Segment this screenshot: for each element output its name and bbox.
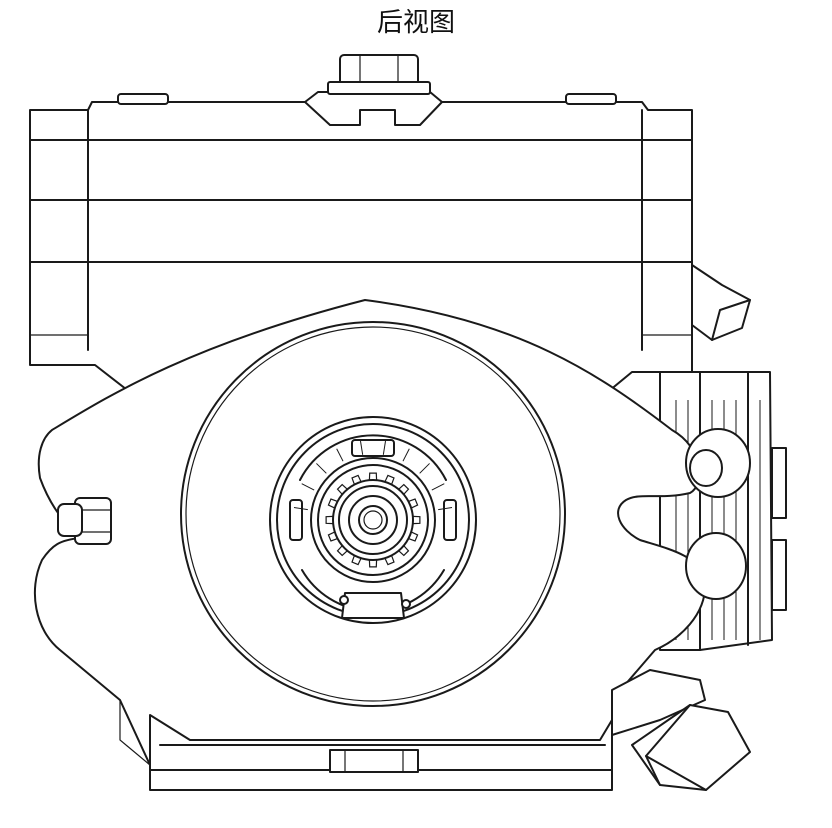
spline-tooth (351, 555, 362, 566)
spline-tooth (327, 531, 338, 542)
spline-tooth (384, 474, 395, 485)
shaft-seal-assembly (269, 416, 477, 624)
left-mounting-bolt (57, 497, 112, 545)
seal-slot-line (438, 506, 453, 511)
spline-tooth (412, 515, 421, 525)
spline-tooth (327, 498, 338, 509)
seal-slot-line (419, 463, 430, 474)
spline-tooth (398, 483, 410, 495)
right-connector-lower (771, 539, 787, 611)
spline-tooth (368, 472, 378, 481)
port-lower (685, 532, 747, 600)
seal-slot-line (293, 506, 308, 511)
top-plug (327, 54, 431, 95)
left-top-pad (117, 93, 169, 105)
port-upper (685, 428, 751, 498)
right-top-pad (565, 93, 617, 105)
spline-teeth (325, 472, 421, 568)
spline-tooth (351, 474, 362, 485)
seal-slot-line (336, 448, 344, 462)
seal-slot-line (431, 483, 445, 491)
upper-right-fitting (691, 264, 751, 341)
seal-slot-line (359, 440, 364, 455)
seal-slot-line (301, 483, 315, 491)
seal-slot-line (402, 448, 410, 462)
spline-tooth (325, 515, 334, 525)
spline-tooth (336, 483, 348, 495)
spline-tooth (398, 545, 410, 557)
seal-slot-line (316, 463, 327, 474)
bottom-right-hex-nut (611, 669, 751, 791)
figure-title: 后视图 (376, 8, 455, 38)
spline-tooth (408, 531, 419, 542)
bottom-pad (329, 749, 419, 773)
spline-tooth (408, 498, 419, 509)
spline-tooth (336, 545, 348, 557)
right-connector-upper (771, 447, 787, 519)
seal-slots (293, 440, 453, 511)
seal-slot-line (382, 440, 387, 455)
spline-tooth (368, 559, 378, 568)
spline-tooth (384, 555, 395, 566)
